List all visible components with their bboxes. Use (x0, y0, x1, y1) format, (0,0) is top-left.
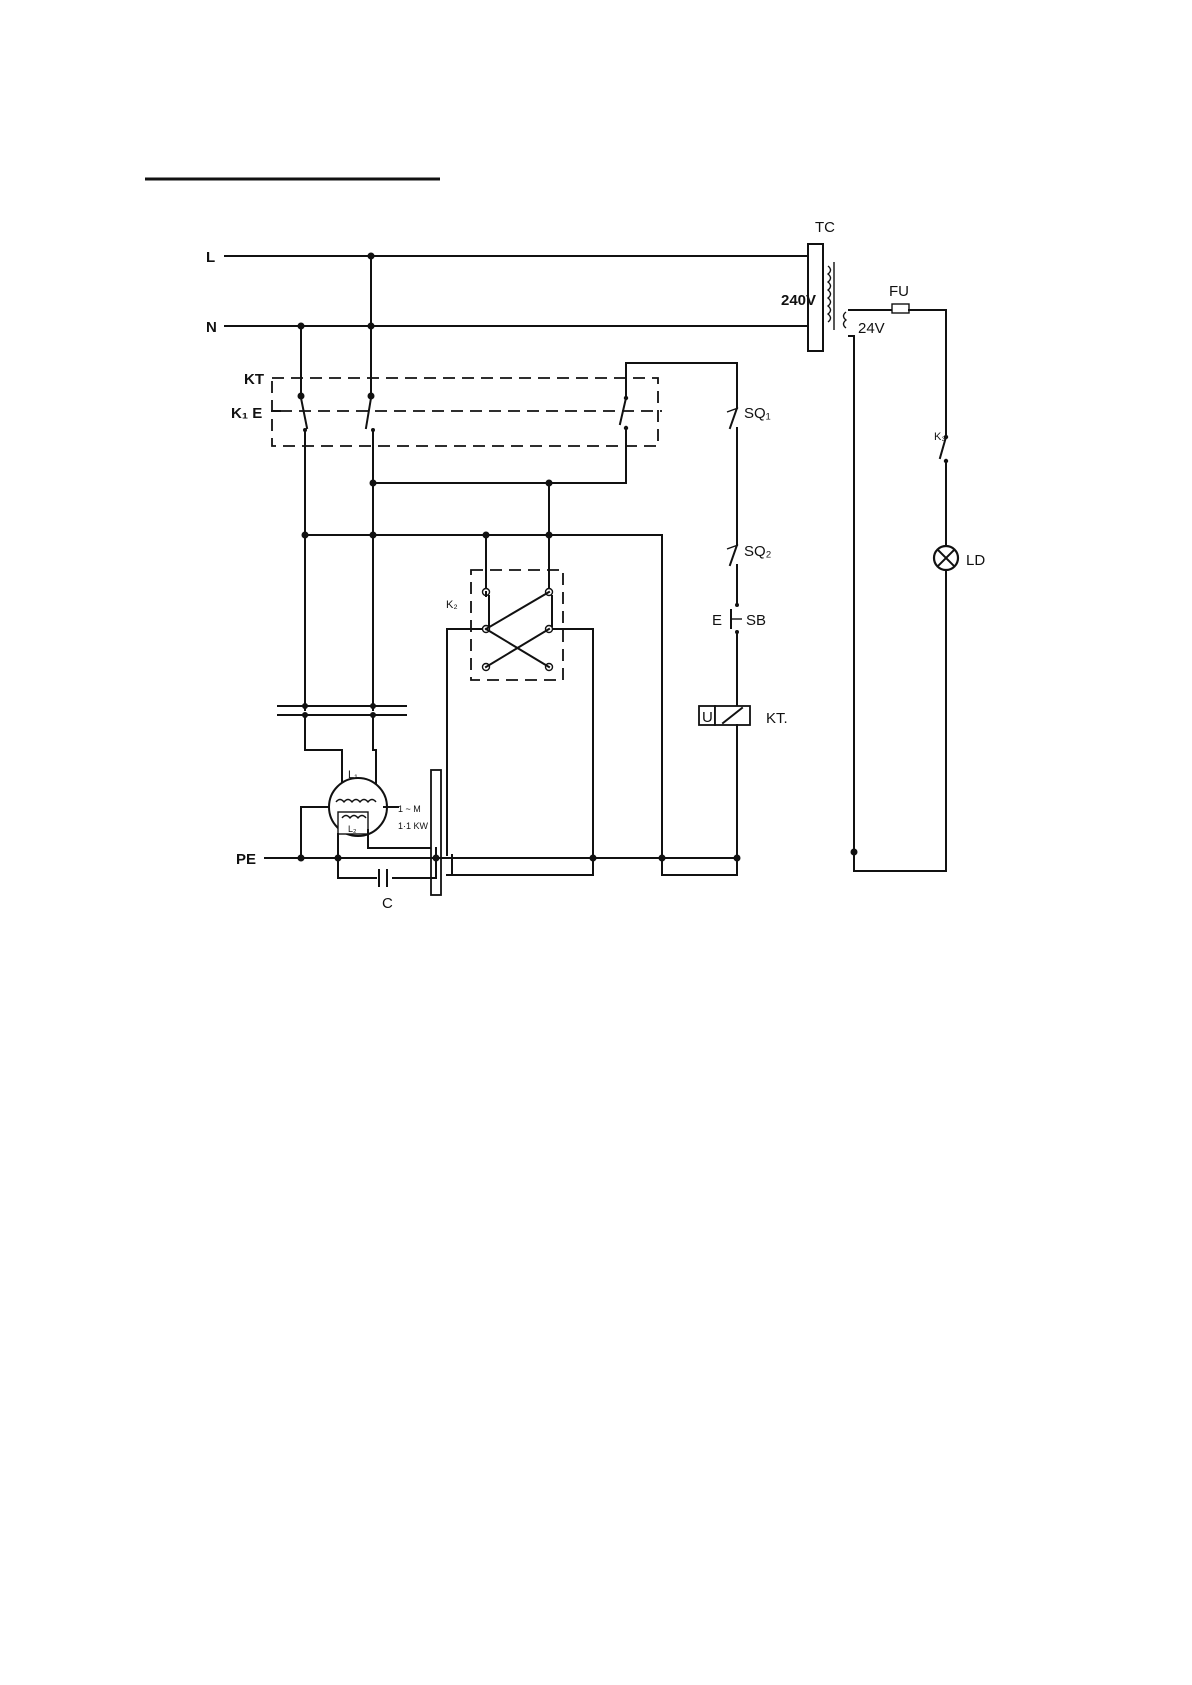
label-line: L (206, 249, 215, 266)
motor-symbol (329, 778, 387, 836)
label-motor-1: 1 ~ M (398, 804, 421, 814)
primary-winding (828, 266, 831, 322)
label-e: E (712, 612, 722, 629)
label-k2: K₂ (446, 599, 458, 611)
label-fu: FU (889, 283, 909, 300)
label-sb: SB (746, 612, 766, 629)
label-240v: 240V (781, 292, 816, 309)
label-u: U (702, 709, 713, 726)
label-sq2: SQ₂ (744, 543, 772, 560)
label-24v: 24V (858, 320, 885, 337)
label-k1-e: K₁ E (231, 405, 262, 422)
label-l1: L₁ (348, 769, 358, 781)
limit-switch-sq2 (727, 545, 738, 565)
capacitor-c (379, 870, 387, 886)
label-k3: K₃ (934, 431, 946, 443)
limit-switch-sq1 (727, 408, 738, 428)
terminal-strip (278, 703, 406, 718)
label-pe: PE (236, 851, 256, 868)
label-neutral: N (206, 319, 217, 336)
fuse-symbol (892, 304, 909, 313)
label-l2: L₂ (348, 824, 357, 834)
label-c: C (382, 895, 393, 912)
pushbutton-sb (731, 603, 742, 634)
kt-switch-group (272, 378, 658, 446)
label-motor-2: 1·1 KW (398, 821, 429, 831)
label-kt-coil: KT. (766, 710, 788, 727)
lamp-symbol (934, 546, 958, 570)
label-kt: KT (244, 371, 264, 388)
label-sq1: SQ₁ (744, 405, 771, 422)
label-ld: LD (966, 552, 985, 569)
secondary-winding (844, 312, 847, 328)
label-tc: TC (815, 219, 835, 236)
